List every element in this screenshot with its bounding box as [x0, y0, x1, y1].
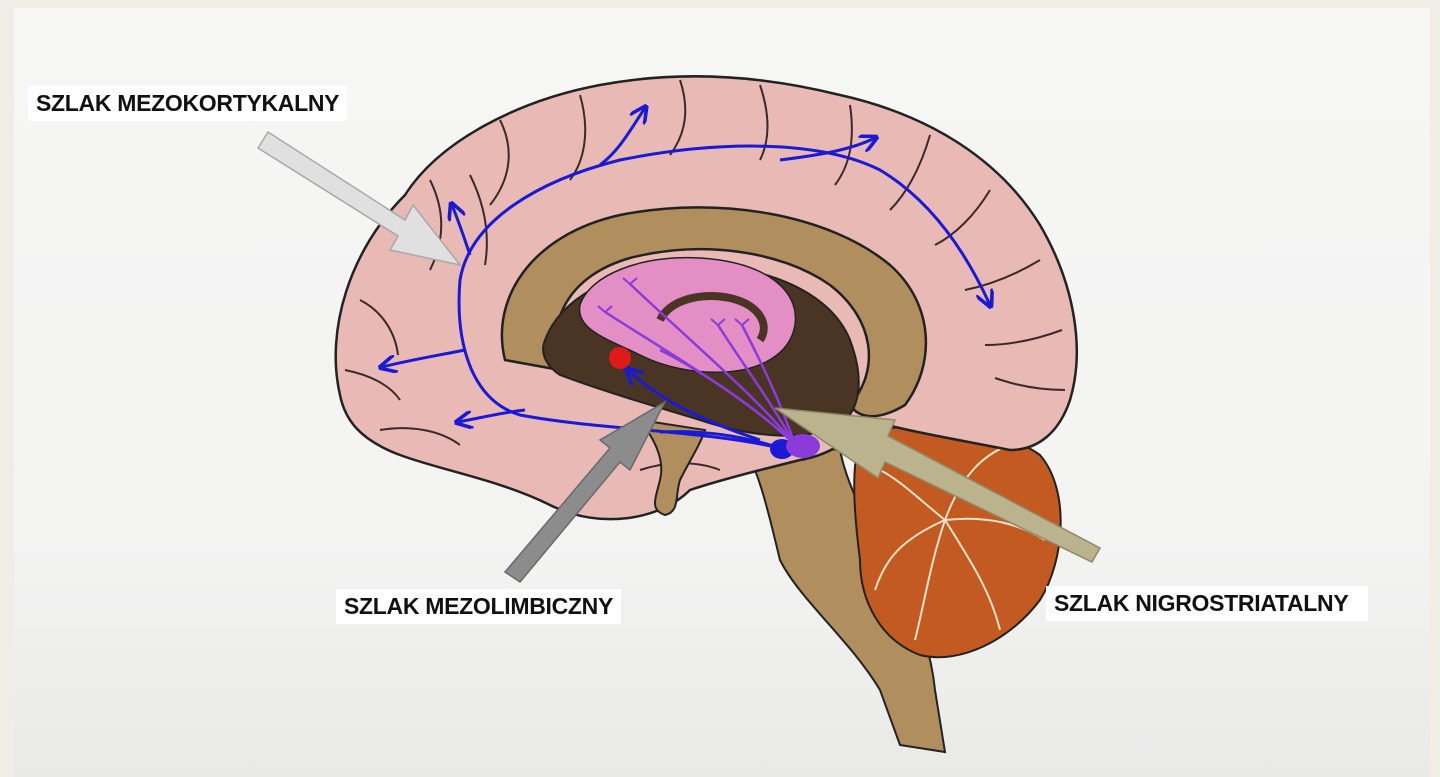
- nigrostriatal-pathway-label: SZLAK NIGROSTRIATALNY: [1046, 586, 1368, 621]
- mesolimbic-pathway-label: SZLAK MEZOLIMBICZNY: [336, 589, 621, 624]
- substantia-nigra-dot: [786, 434, 820, 458]
- nucleus-accumbens-dot: [609, 347, 631, 369]
- mesocortical-pathway-label: SZLAK MEZOKORTYKALNY: [28, 86, 347, 121]
